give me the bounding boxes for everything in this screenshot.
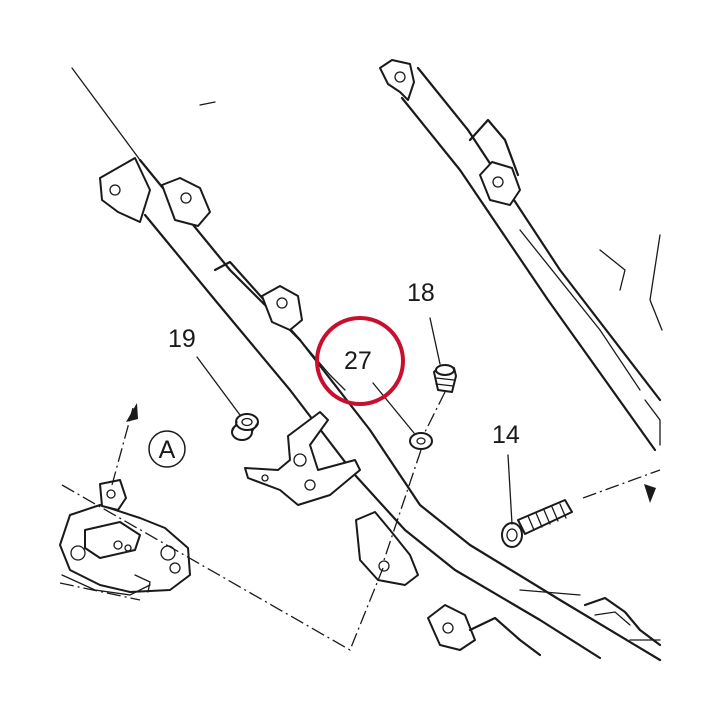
highlight-circle bbox=[315, 316, 405, 406]
callout-leaders bbox=[196, 317, 513, 525]
view-a-letter: A bbox=[159, 436, 176, 464]
callout-14: 14 bbox=[492, 421, 520, 449]
right-frame-rail bbox=[379, 59, 663, 452]
part-18-screw bbox=[433, 364, 457, 393]
up-arrow-icon bbox=[126, 403, 138, 422]
left-frame-rail bbox=[71, 67, 662, 662]
down-arrow-icon bbox=[644, 484, 656, 503]
view-a-label: A bbox=[148, 430, 186, 468]
callout-27: 27 bbox=[344, 347, 372, 375]
part-19-grommet bbox=[231, 413, 259, 441]
callout-19: 19 bbox=[168, 325, 196, 353]
lower-frame-section bbox=[355, 511, 662, 657]
part-27-washer bbox=[409, 432, 433, 450]
detail-view-a-component bbox=[59, 479, 191, 596]
mounting-bracket bbox=[244, 411, 361, 506]
callout-18: 18 bbox=[407, 279, 435, 307]
part-14-bolt bbox=[501, 499, 573, 548]
